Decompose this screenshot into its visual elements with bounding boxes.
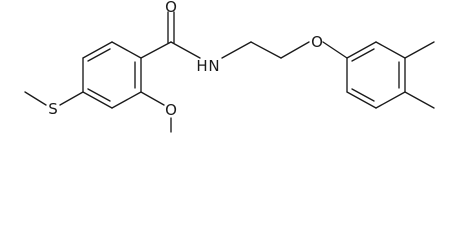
ring-to-sulfur-bond	[59, 91, 84, 106]
ring2-bond-1	[346, 41, 377, 59]
methoxy-oxygen-atom: O	[165, 101, 177, 119]
chemical-structure-diagram: O H N O O S	[24, 0, 435, 133]
sulfur-atom: S	[48, 100, 58, 118]
ring2-bond-1-inner	[351, 48, 375, 62]
amide-nitrogen-atom: H N	[196, 57, 219, 75]
ring1-bond-6	[111, 41, 142, 59]
nitrogen-to-ch2-bond	[221, 41, 252, 59]
ring1-bond-3	[82, 91, 113, 109]
ch2-to-ether-oxygen-bond	[280, 41, 310, 59]
ring2-bond-5-inner	[351, 88, 375, 102]
carbonyl-to-nitrogen-bond	[170, 41, 201, 59]
ring1-bond-5-inner	[87, 48, 111, 62]
ring1-bond-2	[111, 91, 142, 109]
carbonyl-oxygen-label: O	[165, 0, 177, 16]
para-methyl-bond	[404, 91, 435, 109]
ring1-bond-3-inner	[87, 88, 111, 102]
ring2-bond-2	[375, 41, 406, 59]
ring2-bond-5	[346, 91, 377, 109]
amide-nitrogen-label: N	[208, 57, 219, 75]
ether-oxygen-label: O	[311, 33, 323, 51]
atom-labels: O H N O O S	[48, 0, 323, 119]
sulfur-to-methyl-bond	[24, 91, 47, 106]
meta-methyl-bond	[404, 41, 435, 59]
ring2-bond-4	[375, 91, 406, 109]
ch2-to-ch2-bond	[250, 41, 282, 59]
amide-hydrogen-label: H	[196, 57, 207, 75]
ring-to-carbonyl-bond	[140, 41, 172, 59]
bonds	[24, 11, 435, 133]
carbonyl-oxygen-atom: O	[165, 0, 177, 16]
methoxy-oxygen-label: O	[165, 101, 177, 119]
sulfur-label: S	[48, 100, 58, 118]
ring1-bond-5	[82, 41, 113, 59]
ether-oxygen-to-ring-bond	[322, 41, 348, 59]
ring-to-methoxy-oxygen-bond	[140, 91, 165, 106]
ether-oxygen-atom: O	[311, 33, 323, 51]
